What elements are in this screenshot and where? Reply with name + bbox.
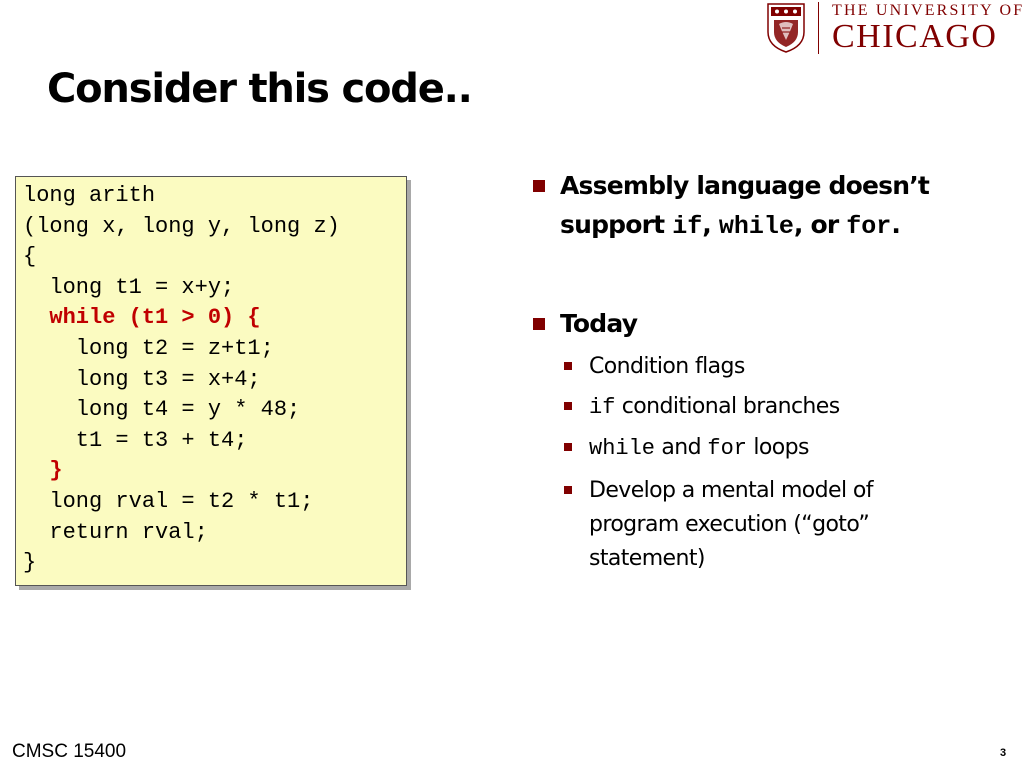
small-square-bullet-icon	[564, 486, 572, 494]
code-block: long arith (long x, long y, long z) { lo…	[23, 181, 340, 579]
bullet-text: Assembly language doesn’t support if, wh…	[560, 166, 998, 246]
page-number: 3	[1000, 747, 1007, 759]
footer-course: CMSC 15400	[12, 741, 127, 762]
keyword-while: while	[589, 436, 656, 461]
bullet-text-part: ,	[702, 210, 719, 239]
keyword-if: if	[589, 395, 616, 420]
sub-bullet-loops: while and for loops	[560, 431, 980, 466]
sub-bullet-text: Develop a mental model of program execut…	[589, 478, 873, 571]
code-line: return rval;	[23, 519, 208, 545]
code-line-highlighted: while (t1 > 0) {	[23, 305, 261, 331]
square-bullet-icon	[533, 318, 545, 330]
small-square-bullet-icon	[564, 443, 572, 451]
sub-bullet-text: while and for loops	[589, 431, 980, 466]
code-line: long t3 = x+4;	[23, 366, 261, 392]
sub-bullet-text-part: loops	[747, 435, 809, 460]
slide-title: Consider this code..	[47, 66, 473, 112]
keyword-while: while	[718, 212, 794, 241]
code-line: long t2 = z+t1;	[23, 335, 274, 361]
bullet-text-part: , or	[793, 210, 847, 239]
logo-text-line2: CHICAGO	[832, 18, 998, 55]
bullet-text-part: .	[891, 210, 901, 239]
sub-bullet-text: if conditional branches	[589, 390, 980, 425]
code-line: }	[23, 550, 37, 576]
university-crest-icon	[767, 3, 805, 53]
logo-divider	[818, 2, 819, 54]
small-square-bullet-icon	[564, 362, 572, 370]
keyword-for: for	[846, 212, 892, 241]
bullet-assembly: Assembly language doesn’t support if, wh…	[528, 166, 998, 246]
keyword-for: for	[707, 436, 748, 461]
code-line: long t4 = y * 48;	[23, 397, 301, 423]
small-square-bullet-icon	[564, 402, 572, 410]
code-box: long arith (long x, long y, long z) { lo…	[15, 176, 407, 586]
code-line: (long x, long y, long z)	[23, 213, 340, 239]
sub-bullet-text-part: conditional branches	[615, 394, 840, 419]
code-line: long t1 = x+y;	[23, 274, 235, 300]
sub-bullet-mental-model: Develop a mental model of program execut…	[560, 474, 900, 576]
university-logo: THE UNIVERSITY OF CHICAGO	[766, 2, 1024, 55]
code-line: long rval = t2 * t1;	[23, 488, 314, 514]
logo-text-line1: THE UNIVERSITY OF	[832, 2, 1024, 19]
square-bullet-icon	[533, 180, 545, 192]
bullet-today: Today	[528, 304, 998, 343]
sub-bullet-if-branches: if conditional branches	[560, 390, 980, 425]
bullet-text: Today	[560, 309, 638, 338]
sub-bullet-condition-flags: Condition flags	[560, 350, 980, 384]
code-line: {	[23, 244, 37, 270]
code-line: long arith	[23, 183, 156, 208]
code-line: t1 = t3 + t4;	[23, 427, 248, 453]
code-line-highlighted: }	[23, 458, 63, 484]
keyword-if: if	[672, 212, 703, 241]
sub-bullet-text: Condition flags	[589, 354, 745, 379]
bullet-text-part: Assembly language doesn’t support	[560, 171, 930, 239]
sub-bullet-text-part: and	[655, 435, 708, 460]
